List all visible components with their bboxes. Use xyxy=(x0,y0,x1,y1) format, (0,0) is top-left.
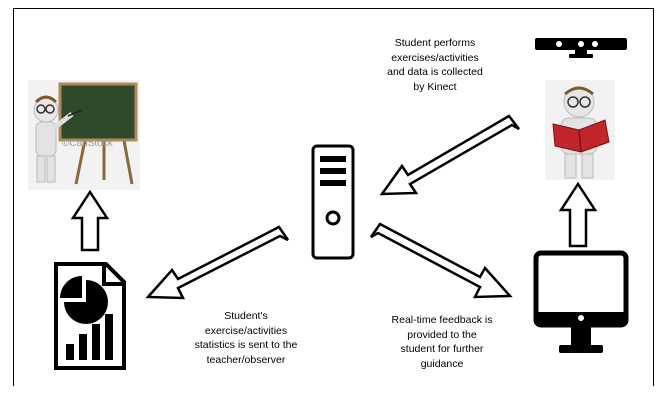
watermark-text: ©CanStock xyxy=(62,138,114,149)
diagram-frame xyxy=(13,8,654,386)
arrow-up-to-student xyxy=(558,181,598,248)
arrow-server-to-monitor xyxy=(369,222,513,299)
student-reading-book-icon xyxy=(545,80,615,180)
caption-kinect-data-collection: Student performs exercises/activities an… xyxy=(387,37,483,93)
kinect-sensor-icon xyxy=(535,38,627,60)
teacher-at-chalkboard-icon: ©CanStock xyxy=(28,80,140,190)
arrow-up-to-teacher xyxy=(70,189,110,252)
computer-monitor-icon xyxy=(533,250,629,356)
caption-realtime-feedback: Real-time feedback is provided to the st… xyxy=(391,314,493,370)
server-tower-icon xyxy=(311,144,355,260)
statistics-report-icon xyxy=(52,260,128,372)
arrow-student-to-server xyxy=(379,114,520,196)
arrow-server-to-report xyxy=(145,225,290,300)
caption-statistics-to-teacher: Student's exercise/activities statistics… xyxy=(194,310,298,366)
